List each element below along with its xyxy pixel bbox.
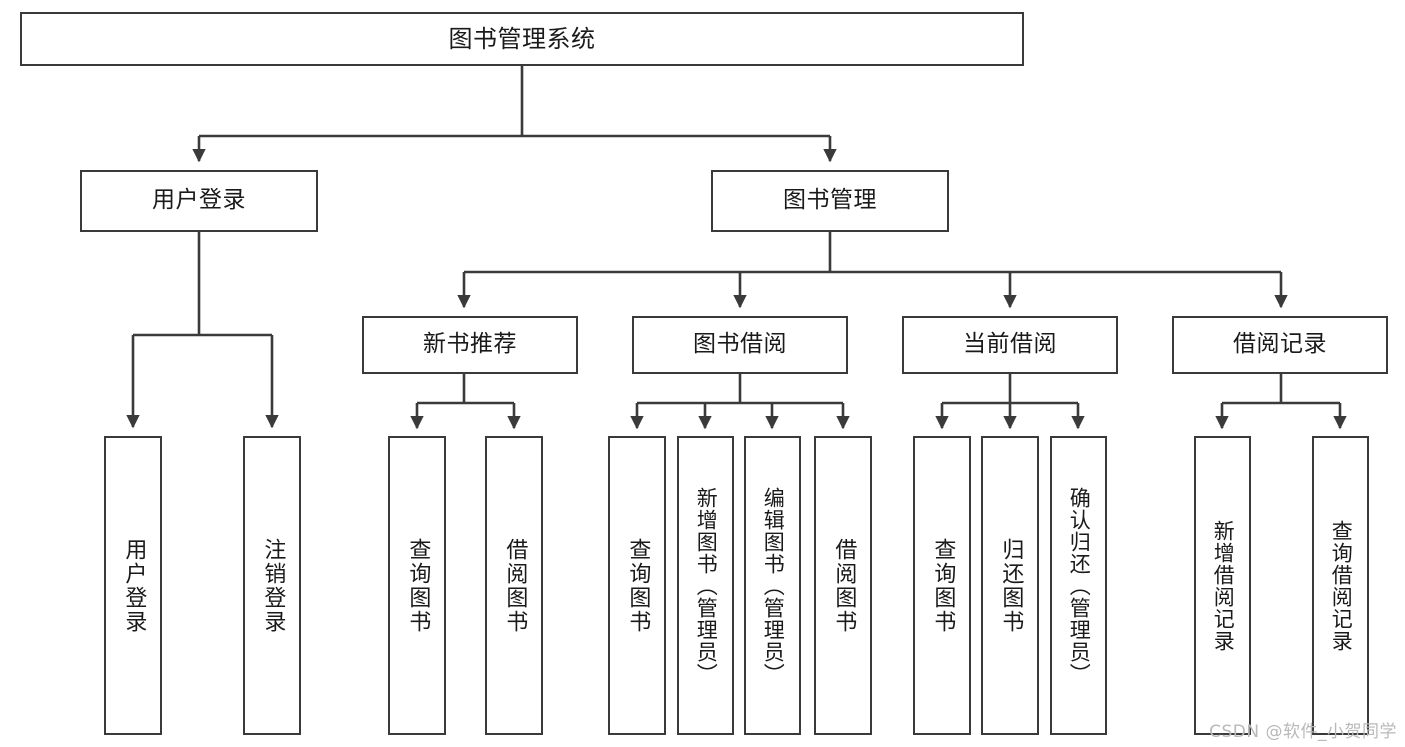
node-book-management[interactable]: 图书管理 <box>711 170 949 232</box>
node-label: 图书管理系统 <box>448 24 596 53</box>
node-label: 查询图书 <box>930 537 956 634</box>
node-label: 查询图书 <box>625 537 651 634</box>
node-label: 当前借阅 <box>963 331 1057 358</box>
node-book-borrow[interactable]: 图书借阅 <box>632 316 848 374</box>
node-label: 注销登录 <box>260 537 286 634</box>
node-leaf-add-borrow-record[interactable]: 新增借阅记录 <box>1194 436 1251 735</box>
node-leaf-borrow-book-new-recommend[interactable]: 借阅图书 <box>485 436 543 735</box>
node-label: 新书推荐 <box>423 331 517 358</box>
node-leaf-query-book-current[interactable]: 查询图书 <box>913 436 971 735</box>
node-label: 查询图书 <box>405 537 431 634</box>
node-label: 借阅图书 <box>831 537 857 634</box>
node-label: 借阅记录 <box>1233 331 1327 358</box>
node-leaf-query-book-new-recommend[interactable]: 查询图书 <box>388 436 446 735</box>
node-label: 新增借阅记录 <box>1211 519 1236 652</box>
node-label: 用户登录 <box>152 187 246 214</box>
node-user-login[interactable]: 用户登录 <box>80 170 318 232</box>
node-label: 编辑图书（管理员） <box>761 486 786 685</box>
node-label: 新增图书（管理员） <box>694 486 719 685</box>
node-label: 图书管理 <box>783 187 877 214</box>
node-leaf-query-borrow-record[interactable]: 查询借阅记录 <box>1312 436 1369 735</box>
node-label: 查询借阅记录 <box>1329 519 1354 652</box>
node-leaf-edit-book-admin[interactable]: 编辑图书（管理员） <box>744 436 801 735</box>
node-label: 确认归还（管理员） <box>1067 486 1092 685</box>
node-leaf-query-book-borrow[interactable]: 查询图书 <box>608 436 666 735</box>
node-leaf-return-book[interactable]: 归还图书 <box>981 436 1039 735</box>
node-root-book-management-system[interactable]: 图书管理系统 <box>20 12 1024 66</box>
node-leaf-logout-login[interactable]: 注销登录 <box>243 436 301 735</box>
node-label: 归还图书 <box>998 537 1024 634</box>
node-label: 借阅图书 <box>502 537 528 634</box>
node-borrow-record[interactable]: 借阅记录 <box>1172 316 1388 374</box>
node-leaf-borrow-book-borrow[interactable]: 借阅图书 <box>814 436 872 735</box>
node-leaf-confirm-return-admin[interactable]: 确认归还（管理员） <box>1050 436 1107 735</box>
node-label: 图书借阅 <box>693 331 787 358</box>
csdn-watermark: CSDN @软件_小贺同学 <box>1209 722 1397 742</box>
node-leaf-add-book-admin[interactable]: 新增图书（管理员） <box>677 436 734 735</box>
node-label: 用户登录 <box>121 537 147 634</box>
node-new-book-recommend[interactable]: 新书推荐 <box>362 316 578 374</box>
node-current-borrow[interactable]: 当前借阅 <box>902 316 1118 374</box>
node-leaf-user-login[interactable]: 用户登录 <box>104 436 162 735</box>
